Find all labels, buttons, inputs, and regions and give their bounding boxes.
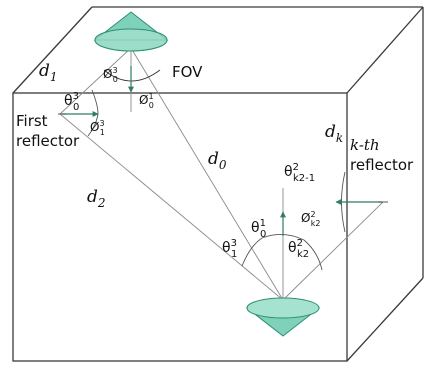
reflector-points (58, 113, 388, 203)
ray-dk (282, 201, 384, 301)
math-base: Ø (103, 67, 112, 81)
math-base: d (325, 122, 336, 142)
first-reflector-label-line1: First (16, 112, 48, 130)
math-base: d (208, 149, 219, 169)
math-base: Ø (90, 120, 99, 134)
math-subscript: 0 (73, 102, 79, 113)
math-base: θ (222, 240, 231, 256)
box-edge-bottom-right (346, 277, 424, 362)
arc-receiver-left (241, 237, 263, 267)
front-face (12, 92, 348, 362)
room-box (12, 6, 424, 362)
math-subscript: 0 (113, 75, 118, 84)
math-superscript: 2 (293, 162, 299, 173)
rays (59, 47, 384, 301)
math-superscript: 2 (310, 210, 315, 219)
math-superscript: 2 (297, 238, 303, 249)
transmitter-cone (93, 11, 169, 52)
math-superscript: 1 (260, 218, 266, 229)
math-base: θ (64, 93, 73, 109)
math-subscript: k (336, 131, 343, 145)
first-reflector-label-line2: reflector (16, 132, 80, 150)
ray-d1 (59, 47, 132, 115)
math-subscript: 2 (97, 196, 106, 210)
math-superscript: 3 (99, 119, 104, 128)
math-superscript: 1 (148, 92, 153, 101)
math-base: d (39, 61, 50, 81)
math-base: Ø (139, 93, 148, 107)
math-base: Ø (301, 211, 310, 225)
math-superscript: 3 (112, 66, 117, 75)
math-subscript: 1 (100, 128, 105, 137)
math-superscript: 3 (73, 91, 79, 102)
math-subscript: k2 (311, 219, 321, 228)
math-subscript: 0 (149, 101, 154, 110)
label-dk: dk (325, 122, 343, 145)
math-subscript: k2 (297, 249, 309, 260)
math-base: θ (284, 164, 293, 180)
ray-d2 (59, 113, 284, 301)
math-subscript: 0 (219, 158, 227, 172)
math-subscript: 1 (231, 249, 237, 260)
label-d2: d2 (87, 187, 106, 210)
kth-reflector-label-line1: k-th (350, 136, 380, 154)
math-superscript: 3 (231, 238, 237, 249)
label-d0: d0 (208, 149, 227, 172)
ray-d0 (130, 47, 284, 301)
math-base: d (87, 187, 98, 207)
fov-label: FOV (172, 63, 203, 81)
kth-reflector-label-line2: reflector (350, 156, 414, 174)
box-edge-top-left (12, 6, 93, 94)
math-base: θ (251, 220, 260, 236)
receiver-cone (245, 297, 321, 337)
math-subscript: k2-1 (293, 173, 315, 184)
math-subscript: 1 (50, 70, 58, 84)
label-d1: d1 (39, 61, 58, 84)
math-subscript: 0 (260, 229, 266, 240)
transmitter-cone-base (94, 28, 168, 52)
arc-receiver-right (303, 239, 323, 271)
direction-arrows (62, 66, 382, 236)
math-base: θ (288, 240, 297, 256)
receiver-cone-top (246, 297, 320, 319)
box-edge-top-right (346, 6, 424, 94)
